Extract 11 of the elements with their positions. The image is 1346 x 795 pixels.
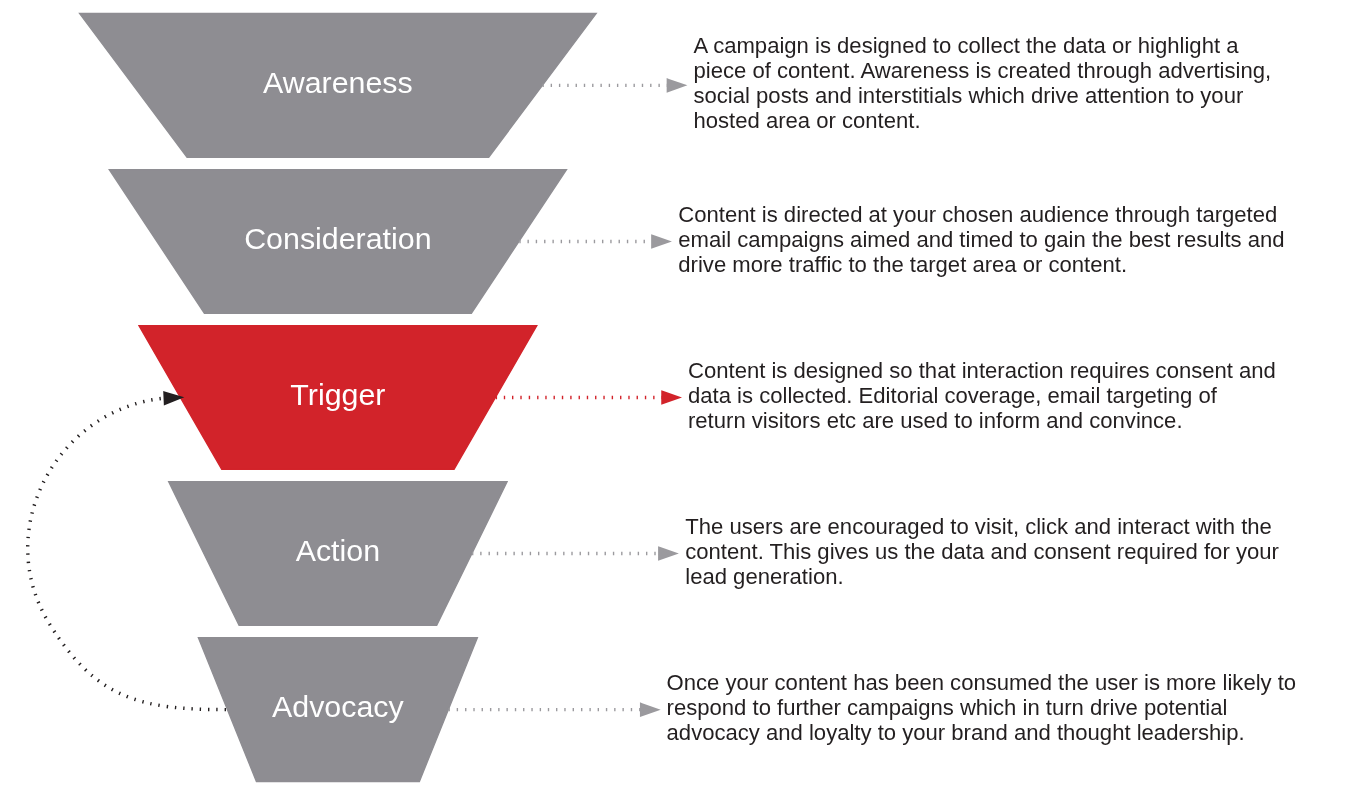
node-text: A campaign is designed to collect the data or highlight a piece of content. Awareness is created through advertising, social posts and interstitials which drive attention to your hosted area or content.	[693, 33, 1272, 133]
node-text: Content is directed at your chosen audience through targeted email campaigns aimed and timed to gain the best results and drive more traffic to the target area or content.	[678, 201, 1285, 277]
arrow	[542, 78, 688, 93]
node-text: Content is designed so that interaction requires consent and data is collected. Editorial coverage, email targeting of return visitors etc are used to inform and convince.	[688, 357, 1276, 433]
arrow	[472, 546, 679, 561]
node-text: Once your content has been consumed the user is more likely to respond to further campaigns which in turn drive potential advocacy and loyalty to your brand and thought leadership.	[666, 670, 1297, 745]
arrow	[519, 234, 672, 249]
arrow	[448, 702, 661, 717]
arrow	[495, 390, 682, 405]
arrow	[26, 390, 227, 712]
node-text: The users are encouraged to visit, click and interact with the content. This gives us the data and consent required for your lead generation.	[685, 513, 1279, 589]
